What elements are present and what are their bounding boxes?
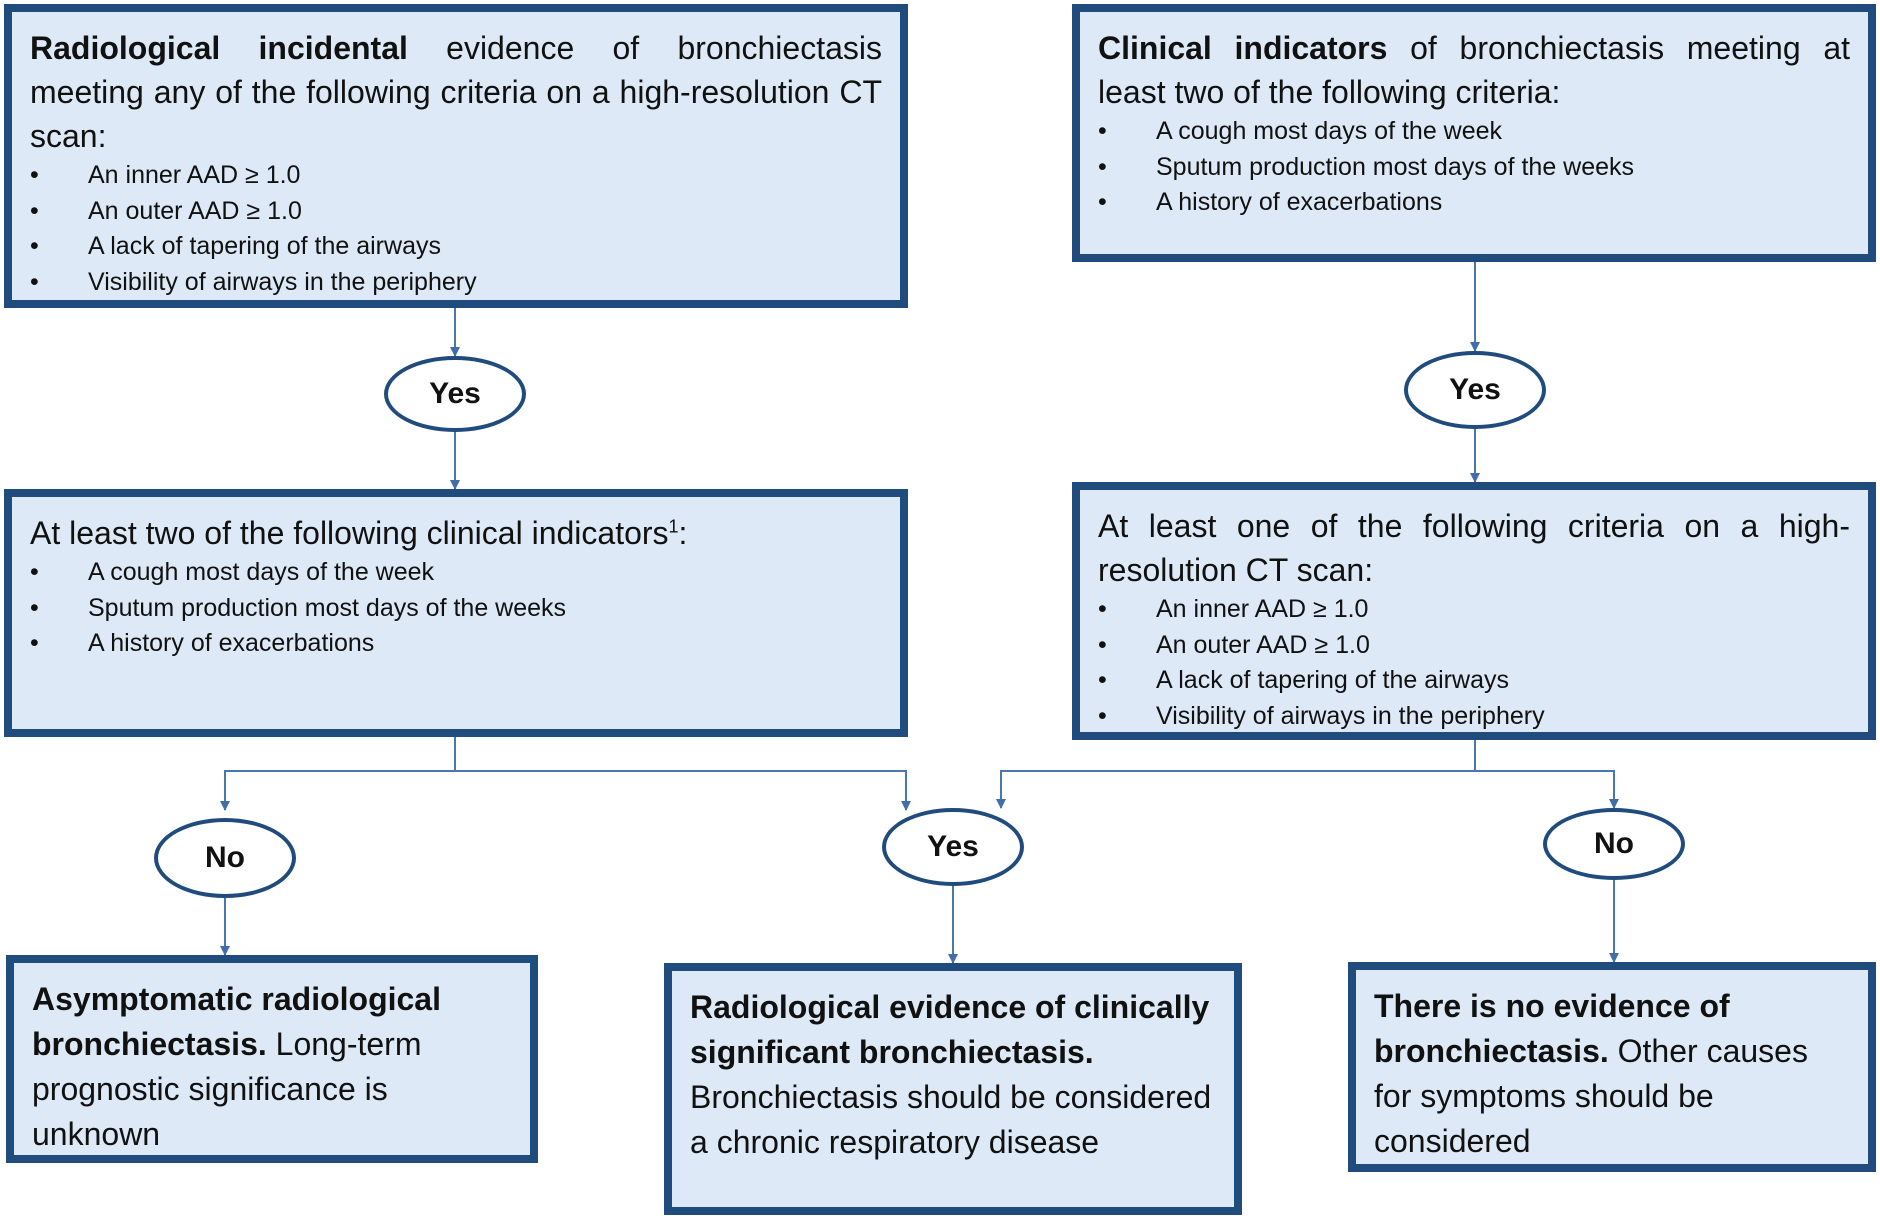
box-mid-left-heading: At least two of the following clinical i…	[30, 515, 688, 551]
box-clinical-indicators: Clinical indicators of bronchiectasis me…	[1072, 4, 1876, 262]
footnote-marker: 1	[668, 516, 679, 537]
list-item: •Sputum production most days of the week…	[30, 593, 567, 622]
list-item: •A history of exacerbations	[30, 629, 375, 657]
required-clinical-list: •A cough most days of the week •Sputum p…	[30, 555, 882, 662]
box-radiological-heading: Radiological incidental evidence of bron…	[30, 30, 882, 154]
box-clinical-heading: Clinical indicators of bronchiectasis me…	[1098, 30, 1851, 110]
box-clinical-indicators-required: At least two of the following clinical i…	[4, 489, 908, 737]
decision-yes-left: Yes	[384, 356, 526, 432]
box-ct-criteria-required: At least one of the following criteria o…	[1072, 482, 1876, 740]
list-item: •An outer AAD ≥ 1.0	[30, 196, 302, 225]
connector-mr-split	[1474, 740, 1619, 809]
list-item: •Visibility of airways in the periphery	[30, 267, 477, 296]
list-item: •A lack of tapering of the airways	[1098, 666, 1509, 694]
outcome-no-evidence: There is no evidence of bronchiectasis. …	[1348, 962, 1876, 1172]
connector-ml-to-yes-center	[455, 770, 911, 811]
decision-yes-center: Yes	[882, 808, 1024, 886]
radiological-criteria-list: •An inner AAD ≥ 1.0 •An outer AAD ≥ 1.0 …	[30, 158, 882, 300]
connector-ml-split	[220, 737, 456, 811]
list-item: •Visibility of airways in the periphery	[1098, 701, 1545, 730]
list-item: •A history of exacerbations	[1098, 188, 1443, 216]
list-item: •Sputum production most days of the week…	[1098, 152, 1635, 181]
list-item: •A lack of tapering of the airways	[30, 232, 441, 260]
list-item: •An inner AAD ≥ 1.0	[30, 161, 301, 189]
list-item: •An inner AAD ≥ 1.0	[1098, 595, 1369, 623]
required-ct-list: •An inner AAD ≥ 1.0 •An outer AAD ≥ 1.0 …	[1098, 592, 1850, 734]
decision-yes-right: Yes	[1404, 351, 1546, 429]
decision-no-left: No	[154, 818, 296, 898]
clinical-indicators-list: •A cough most days of the week •Sputum p…	[1098, 114, 1850, 221]
connector-mr-to-yes-center	[996, 770, 1475, 809]
outcome-clinically-significant: Radiological evidence of clinically sign…	[664, 963, 1242, 1215]
box-mid-right-heading: At least one of the following criteria o…	[1098, 508, 1850, 588]
list-item: •A cough most days of the week	[30, 558, 435, 586]
list-item: •An outer AAD ≥ 1.0	[1098, 630, 1370, 659]
outcome-asymptomatic: Asymptomatic radiological bronchiectasis…	[6, 955, 538, 1163]
decision-no-right: No	[1543, 808, 1685, 880]
list-item: •A cough most days of the week	[1098, 117, 1503, 145]
box-radiological-criteria: Radiological incidental evidence of bron…	[4, 4, 908, 308]
